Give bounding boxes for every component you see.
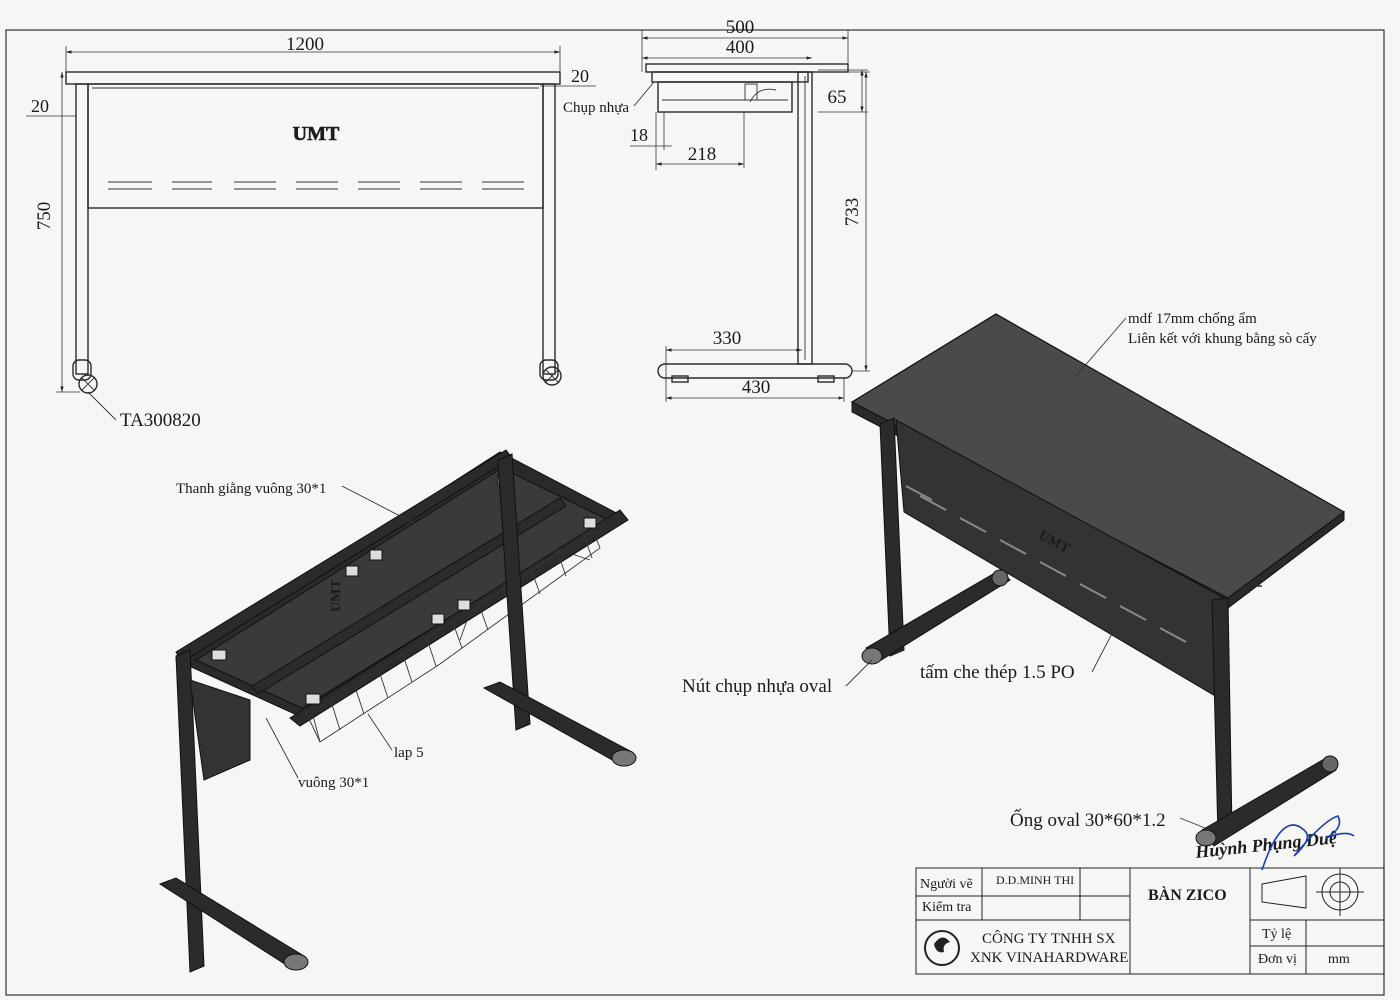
side-depth-400: 400 [726,37,755,58]
side-view: 500 400 Chụp nhựa 65 18 218 [563,17,870,402]
front-foot-code: TA300820 [120,410,201,431]
side-foot-330: 330 [713,328,742,349]
front-view: 1200 20 20 UMT [26,34,596,431]
iso-frame-brand: UMT [329,579,344,612]
front-height-label: 750 [34,202,55,231]
title-block: Người vẽ D.D.MINH THI Kiểm tra BÀN ZICO … [915,815,1385,975]
iso-top-note-1: mdf 17mm chống ẩm [1128,311,1257,327]
front-right-offset: 20 [571,66,589,86]
tb-unit: mm [1328,952,1350,967]
front-width-label: 1200 [286,34,324,55]
front-panel-slots [108,181,524,190]
company-logo-icon [924,930,960,966]
tb-drawn-by: D.D.MINH THI [996,873,1074,887]
signature-scribble [1261,815,1355,871]
tb-unit-label: Đơn vị [1258,952,1297,967]
front-brand-logo: UMT [293,123,340,145]
iso-square-tube-label: vuông 30*1 [298,775,369,791]
iso-end-cap-label: Nút chụp nhựa oval [682,676,832,697]
side-gap-65: 65 [828,87,847,108]
tb-company-2: XNK VINAHARDWARE [970,950,1128,966]
iso-frame-view: UMT Thanh giằng vuông 30*1 vuông 30*1 la… [158,449,637,973]
side-leg-733: 733 [842,198,863,227]
iso-oval-tube-label: Ống oval 30*60*1.2 [1010,809,1166,831]
side-cap-label: Chụp nhựa [563,100,629,116]
tb-product-name: BÀN ZICO [1148,885,1227,904]
side-offset-18: 18 [630,125,648,145]
projection-symbol-icon [1261,868,1364,916]
tb-checked-label: Kiểm tra [922,900,972,915]
iso-desk-view: UMT mdf 17mm chống ẩm Liên kết với khung… [682,311,1346,847]
iso-desk-slots [905,485,1187,643]
iso-panel-label: tấm che thép 1.5 PO [920,662,1075,683]
tb-scale-label: Tỷ lệ [1262,927,1291,942]
sheet-border [5,29,1385,996]
tb-company-1: CÔNG TY TNHH SX [982,930,1116,947]
side-tray-218: 218 [688,144,717,165]
iso-flat-bar-label: lap 5 [394,745,424,761]
side-depth-500: 500 [726,17,755,38]
iso-top-note-2: Liên kết với khung bằng sò cấy [1128,331,1317,347]
iso-crossbar-label: Thanh giằng vuông 30*1 [176,481,326,497]
side-foot-430: 430 [742,377,771,398]
front-left-offset: 20 [31,96,49,116]
tb-drawn-by-label: Người vẽ [920,877,973,892]
